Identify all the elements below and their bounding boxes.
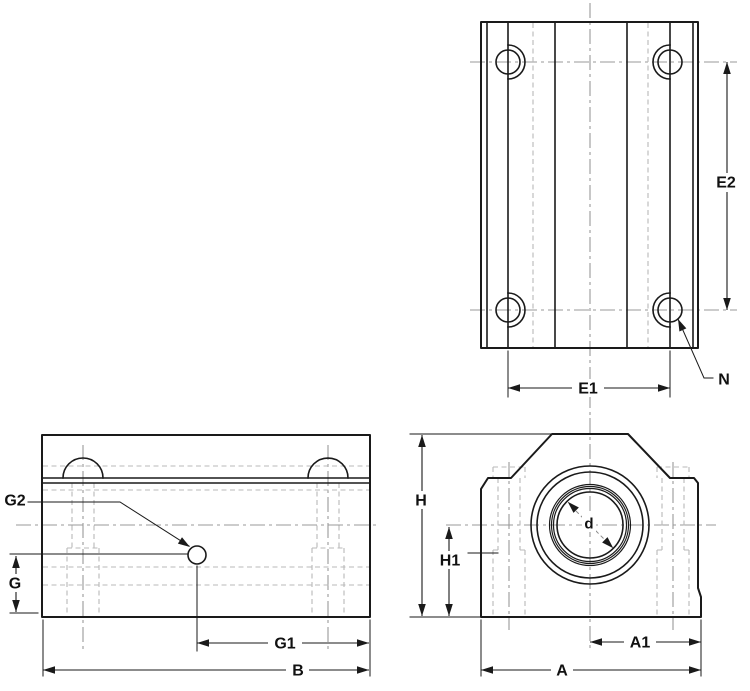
top-view-outline [480, 21, 699, 349]
dim-label-h1: H1 [440, 553, 461, 570]
side-view-outline [41, 434, 371, 618]
dimension-a1: A1 [590, 619, 702, 677]
dimension-e2: E2 [710, 62, 743, 310]
dim-label-h: H [415, 493, 427, 510]
dim-label-b: B [292, 663, 304, 680]
top-view-edge-lines [486, 21, 694, 349]
bearing-bore [530, 465, 650, 585]
dimension-b: B [42, 619, 369, 680]
top-view-bolt-rail-lines [507, 21, 671, 349]
dim-label-a: A [556, 663, 568, 680]
front-view-hidden-lines [492, 466, 690, 615]
bolt-hole-bottom-right [657, 297, 683, 323]
top-view-hidden-lines [532, 23, 649, 347]
dimension-g: G [6, 556, 39, 614]
counterbore-arcs [507, 44, 671, 328]
callout-label-g2: G2 [4, 493, 25, 510]
bolt-hole-bottom-left [495, 297, 521, 323]
front-view-centerlines [446, 418, 716, 650]
front-view-outline [480, 433, 702, 618]
dim-label-e2: E2 [716, 175, 736, 192]
dimension-e1: E1 [507, 350, 671, 398]
dim-label-d: d [584, 516, 593, 533]
dimension-a: A [480, 619, 701, 680]
top-view-centerlines [470, 3, 737, 415]
dimension-h1: H1 [435, 527, 464, 616]
dim-label-e1: E1 [578, 381, 598, 398]
shaft-bore-circle [556, 491, 624, 559]
dim-label-g: G [9, 576, 21, 593]
callout-g2: G2 [4, 493, 193, 551]
dim-label-a1: A1 [630, 635, 651, 652]
side-view-hidden-lines [43, 465, 369, 615]
callout-n: N [674, 317, 730, 389]
dimension-d: d [565, 499, 616, 551]
bolt-hole-top-right [657, 49, 683, 75]
top-view: E1 E2 N [470, 3, 743, 415]
mounting-holes [495, 44, 683, 328]
side-view-slit-lines [41, 477, 371, 484]
side-view: G2 G G1 B [4, 434, 380, 680]
side-view-centerlines [16, 445, 380, 650]
dimension-g1: G1 [196, 565, 371, 677]
front-view: d H H1 A1 [409, 418, 716, 680]
callout-label-n: N [718, 372, 730, 389]
bolt-hole-top-left [495, 49, 521, 75]
boss-semicircles [62, 457, 349, 479]
oil-hole [187, 545, 207, 565]
dim-label-g1: G1 [274, 636, 295, 653]
dimension-h: H [409, 433, 553, 618]
